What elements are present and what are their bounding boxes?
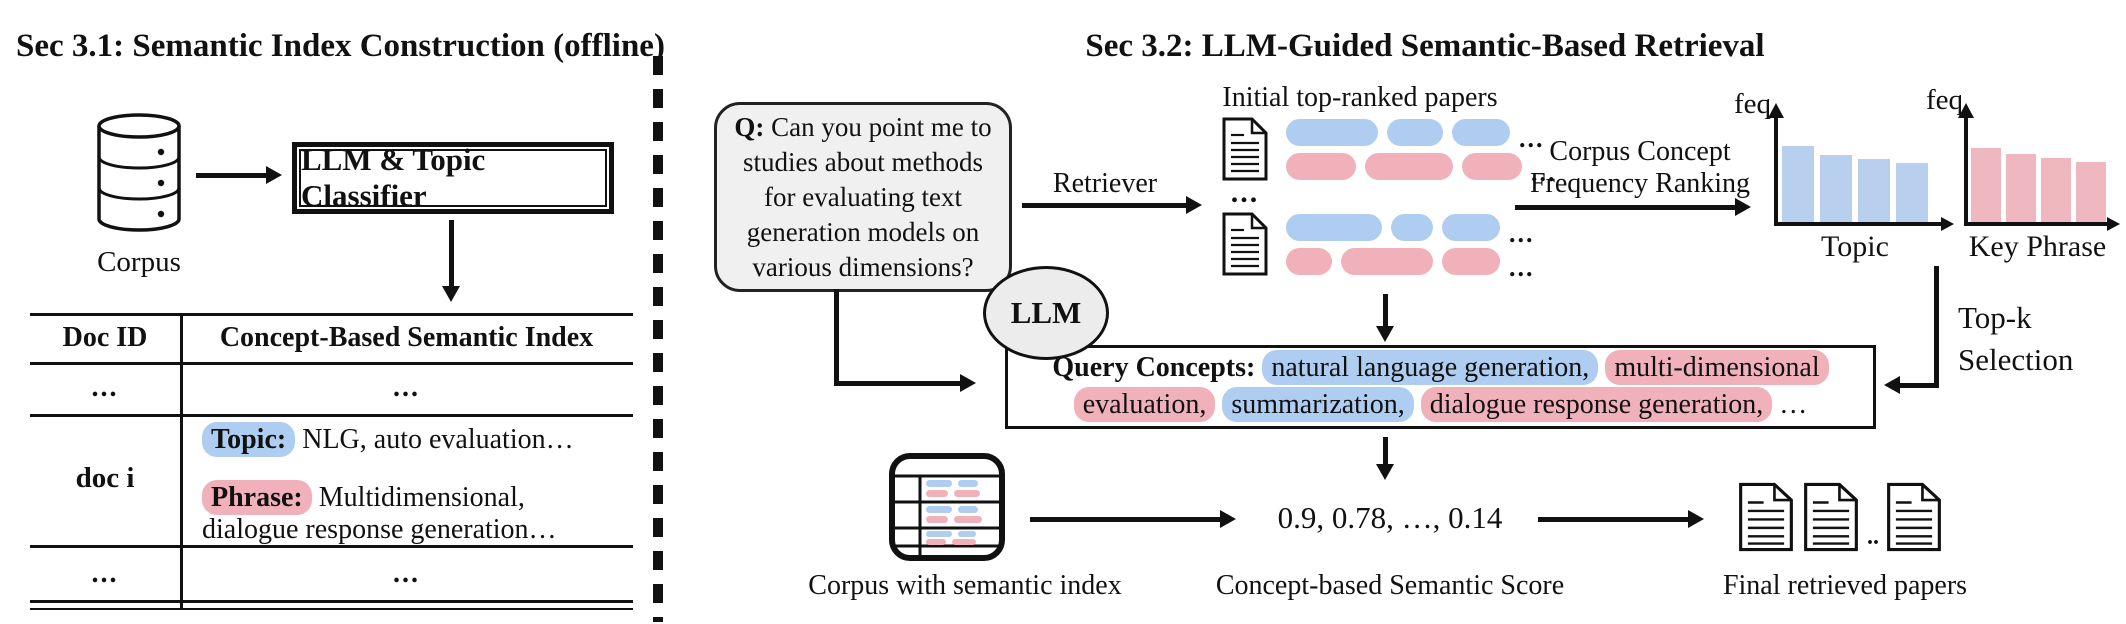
section-divider-dashed <box>653 56 663 622</box>
table-header-index: Concept-Based Semantic Index <box>219 322 594 353</box>
retriever-label: Retriever <box>1052 168 1158 199</box>
paper-icon-2 <box>1222 212 1268 281</box>
arrow-head <box>1220 510 1236 528</box>
corpus-database-icon <box>95 112 183 245</box>
paper1-phrase-pills: ... <box>1286 153 1557 185</box>
arrow-line <box>1515 205 1737 210</box>
table-doc-i-label: doc i <box>75 462 135 494</box>
table-doc-i-topic-line: Topic: NLG, auto evaluation… <box>202 422 632 457</box>
arrow-line-vertical <box>1934 266 1939 388</box>
keyphrase-xaxis <box>1964 222 2108 226</box>
table-rule-top <box>30 313 633 316</box>
table-doc-i-phrase-line2: dialogue response generation… <box>202 514 557 545</box>
paper2-phrase-pills: ... <box>1286 248 1535 280</box>
llm-topic-classifier-box: LLM & Topic Classifier <box>292 142 614 214</box>
semantic-score-value: 0.9, 0.78, …, 0.14 <box>1277 500 1503 535</box>
semantic-score-label: Concept-based Semantic Score <box>1215 570 1565 601</box>
query-concepts-line1: Query Concepts: natural language generat… <box>1008 350 1873 385</box>
arrow-head <box>442 286 460 302</box>
arrow-line <box>1538 517 1690 522</box>
final-paper-icon-1 <box>1738 482 1794 557</box>
topk-label-1: Top-k <box>1958 300 2032 335</box>
paper2-topic-pills: ... <box>1286 214 1535 246</box>
papers-between-dots: ... <box>1230 176 1260 209</box>
table-row-dots-id: ... <box>91 372 119 403</box>
llm-ellipse: LLM <box>983 266 1109 360</box>
topic-xaxis-arrow <box>1941 217 1954 231</box>
arrow-line <box>1030 517 1222 522</box>
final-papers-label: Final retrieved papers <box>1722 570 1968 601</box>
corpus-concept-label-2: Frequency Ranking <box>1529 168 1751 199</box>
llm-label: LLM <box>1010 295 1082 330</box>
topic-yaxis <box>1774 116 1778 226</box>
keyphrase-chart-ylabel: feq <box>1926 84 1964 116</box>
arrow-head <box>266 166 282 184</box>
corpus-label: Corpus <box>97 246 181 278</box>
query-bubble: Q: Can you point me to studies about met… <box>714 102 1012 292</box>
arrow-line <box>196 173 268 178</box>
table-row-dots-index-2: ... <box>393 558 420 589</box>
arrow-head <box>1735 198 1751 216</box>
query-concepts-box: Query Concepts: natural language generat… <box>1005 345 1876 429</box>
topic-yaxis-arrow <box>1768 103 1784 118</box>
llm-topic-classifier-inner: LLM & Topic Classifier <box>299 142 607 213</box>
topic-chart-ylabel: feq <box>1734 88 1772 120</box>
arrow-line <box>449 220 454 286</box>
keyphrase-yaxis <box>1964 116 1968 226</box>
table-rule-header <box>30 362 633 365</box>
paper-icon-1 <box>1222 117 1268 186</box>
arrow-head <box>1884 376 1900 394</box>
table-rule-bottom-2 <box>30 608 633 610</box>
arrow-line <box>1022 203 1188 208</box>
arrow-line-horizontal <box>1900 383 1939 388</box>
corpus-index-label: Corpus with semantic index <box>808 570 1122 601</box>
table-rule-bottom <box>30 600 633 603</box>
table-row-dots-index: ... <box>393 372 420 403</box>
arrow-line <box>1383 437 1388 465</box>
table-column-divider <box>180 313 183 610</box>
arrow-line <box>1383 294 1388 326</box>
final-papers-dots: .. <box>1867 524 1879 550</box>
corpus-concept-label-1: Corpus Concept <box>1549 136 1731 167</box>
topic-xaxis <box>1774 222 1942 226</box>
table-header-doc-id: Doc ID <box>62 322 148 353</box>
arrow-head <box>960 374 976 392</box>
table-row-dots-id-2: ... <box>91 558 119 589</box>
keyphrase-chart-xlabel: Key Phrase <box>1968 230 2107 263</box>
keyphrase-yaxis-arrow <box>1958 103 1974 118</box>
query-bubble-text: Q: Can you point me to studies about met… <box>734 111 992 282</box>
arrow-head <box>1376 326 1394 342</box>
topic-bars <box>1782 141 1928 226</box>
query-concepts-line2: evaluation, summarization, dialogue resp… <box>1008 387 1873 422</box>
final-paper-icon-3 <box>1886 482 1942 557</box>
keyphrase-bars <box>1971 141 2106 226</box>
section-3-2-title: Sec 3.2: LLM-Guided Semantic-Based Retri… <box>1085 28 1765 64</box>
arrow-head <box>1376 464 1394 480</box>
table-rule-row2 <box>30 545 633 548</box>
final-paper-icon-2 <box>1803 482 1859 557</box>
table-doc-i-phrase-line1: Phrase: Multidimensional, <box>202 480 632 515</box>
paper1-topic-pills: ... <box>1286 119 1545 151</box>
keyphrase-xaxis-arrow <box>2107 217 2120 231</box>
llm-topic-classifier-label: LLM & Topic Classifier <box>301 142 486 213</box>
arrow-head <box>1688 510 1704 528</box>
topic-chart-xlabel: Topic <box>1821 230 1889 263</box>
arrow-line-vertical <box>834 289 839 386</box>
section-3-1-title: Sec 3.1: Semantic Index Construction (of… <box>16 28 665 64</box>
initial-papers-label: Initial top-ranked papers <box>1222 82 1498 113</box>
corpus-semantic-index-icon <box>888 452 1006 567</box>
arrow-head <box>1186 196 1202 214</box>
topk-label-2: Selection <box>1958 342 2074 377</box>
arrow-line-horizontal <box>834 381 962 386</box>
table-rule-row1 <box>30 414 633 417</box>
